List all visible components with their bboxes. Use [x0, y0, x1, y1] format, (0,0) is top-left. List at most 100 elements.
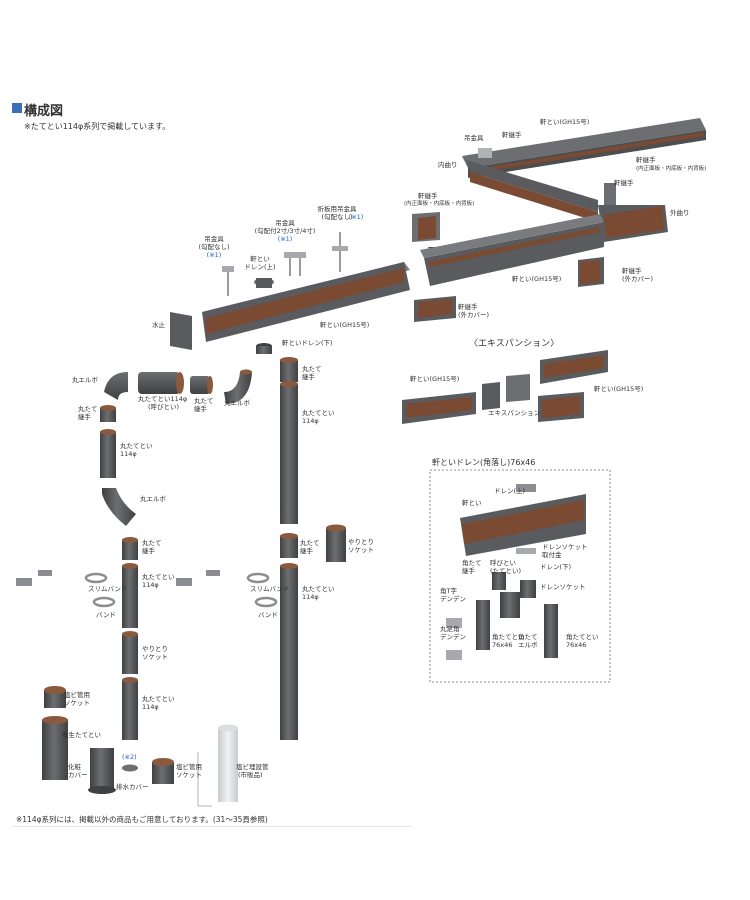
label-tsugite-3b: 継手: [78, 413, 91, 421]
label-marutate-d2: 114φ: [302, 593, 319, 601]
label-marutate-b: 丸たてとい: [120, 442, 153, 450]
label-maru-elbow-1: 丸エルボ: [72, 376, 98, 384]
label-drain-top-1: 軒とい: [250, 255, 270, 263]
label-box-kakutate-b: 継手: [462, 567, 475, 575]
label-band-2: バンド: [258, 611, 278, 619]
header-note: ※たてとい114φ系列で掲載しています。: [24, 122, 171, 131]
water-stop: [170, 312, 192, 350]
label-marutate-a2: 114φ: [302, 417, 319, 425]
label-box-socket-hw-b: 取付金: [542, 551, 562, 559]
footer-note: ※114φ系列には、掲載以外の商品もご用意しております。(31～35頁参照): [16, 815, 268, 824]
gutter-cover-1: [578, 257, 604, 287]
label-marutate-a: 丸たてとい: [302, 409, 335, 417]
label-expansion: エキスパンション: [488, 409, 541, 417]
label-box-socket: ドレンソケット: [540, 583, 586, 591]
footer-rule: [12, 826, 412, 827]
hanger-brackets: [222, 232, 348, 296]
label-tsugite-1: 丸たて: [194, 397, 214, 405]
label-cover-1-sub: (外カバー): [622, 275, 654, 283]
label-nokitsugite-right: 軒継手: [636, 156, 656, 164]
label-nokitsugite-mid2: 軒継手: [418, 192, 438, 200]
label-nokitsugite-mid2-sub: (内正面板・内底板・内背板): [404, 201, 475, 207]
label-orita-tsurikanagu: 折板用吊金具: [317, 205, 357, 213]
downpipe-right: [256, 343, 346, 740]
label-box-drain-top: ドレン(上): [494, 487, 526, 495]
label-uchimagari: 内曲り: [438, 161, 458, 169]
label-yaritori-2: やりとり: [142, 645, 168, 653]
expansion-group: [402, 350, 608, 424]
label-marutate-e2: 114φ: [142, 703, 159, 711]
label-band-1: バンド: [96, 611, 116, 619]
gutter-main: [202, 262, 410, 342]
drain-box-title: 軒といドレン(角落し)76x46: [432, 458, 536, 467]
label-nokitsugite-top: 軒継手: [502, 131, 522, 139]
gutter-top-run: [462, 118, 706, 242]
label-marutate-e: 丸たてとい: [142, 695, 175, 703]
label-box-kakutate-b2: 76x46: [566, 641, 587, 649]
label-tsurikanagu-left: 吊金具: [204, 235, 224, 243]
label-box-kakutate-a2: 76x46: [492, 641, 513, 649]
label-maru-elbow-2: 丸エルボ: [224, 399, 250, 407]
downpipe-left: [100, 405, 138, 740]
page-title: 構成図: [24, 104, 64, 119]
label-tsurikanagu-mid-sub: (勾配付2寸/3寸/4寸): [254, 227, 316, 235]
label-kesho: 化粧: [68, 763, 81, 771]
label-tsurikanagu-mid: 吊金具: [275, 219, 295, 227]
label-tsurikanagu-left-sub: (勾配なし): [198, 243, 230, 251]
label-enbi-socket-1b: ソケット: [64, 699, 90, 707]
label-maru-elbow-3: 丸エルボ: [140, 495, 166, 503]
label-nokitoi-main: 軒とい(GH15号): [320, 321, 370, 329]
label-box-kaku-elbow: 角たて: [518, 633, 538, 641]
label-yosei: 養生たてとい: [62, 731, 101, 739]
expansion-title: 〈エキスパンション〉: [469, 339, 560, 349]
label-tsugite-4: 丸たて: [142, 539, 162, 547]
label-box-marutate-dd: 丸足角: [440, 625, 460, 633]
label-orita-tsurikanagu-sub: (勾配なし): [321, 213, 353, 221]
label-yaritori-1b: ソケット: [348, 546, 374, 554]
label-drain-bottom: 軒といドレン(下): [282, 339, 333, 347]
bands: [16, 570, 278, 608]
label-tsugite-1b: 継手: [194, 405, 207, 413]
label-marutate-b2: 114φ: [120, 450, 137, 458]
label-nokitoi-mid: 軒とい(GH15号): [512, 275, 562, 283]
label-box-kaku-t: 角T字: [440, 587, 457, 595]
label-tsugite-4b: 継手: [142, 547, 155, 555]
label-yobitoi-sub: (呼びとい): [148, 403, 180, 411]
label-enbi-maisetsu: 塩ビ埋設管: [236, 763, 269, 771]
label-kesho-b: カバー: [68, 771, 88, 779]
label-yaritori-1: やりとり: [348, 538, 374, 546]
label-box-kaku-t-b: デンデン: [440, 595, 466, 603]
label-cover-1: 軒継手: [622, 267, 642, 275]
label-box-kakutate-b: 角たてとい: [566, 633, 599, 641]
label-nokitsugite-mid: 軒継手: [614, 179, 634, 187]
label-marutate-yobitoi: 丸たてとい114φ: [138, 395, 188, 403]
label-box-yobitoi: 呼びとい: [490, 559, 516, 567]
label-star1-b: (※1): [277, 235, 293, 243]
label-tsugite-3: 丸たて: [78, 405, 98, 413]
label-tsugite-2: 丸たて: [302, 365, 322, 373]
label-box-yobitoi-b: (たてとい): [490, 567, 522, 575]
drain-box: [429, 469, 611, 683]
label-haisui: 排水カバー: [116, 783, 149, 791]
label-star2: (※2): [122, 753, 137, 761]
label-marutate-c2: 114φ: [142, 581, 159, 589]
label-tsugite-5: 丸たて: [300, 539, 320, 547]
label-box-kakutate-a: 角たてとい: [492, 633, 525, 641]
label-enbi-socket-2b: ソケット: [176, 771, 202, 779]
label-box-kakutate: 角たて: [462, 559, 482, 567]
label-enbi-socket-1: 塩ビ管用: [64, 691, 90, 699]
label-box-nokitoi: 軒とい: [462, 499, 482, 507]
label-marutate-c: 丸たてとい: [142, 573, 175, 581]
label-tsurikanagu-top: 吊金具: [464, 134, 484, 142]
label-box-kaku-elbow-b: エルボ: [518, 641, 538, 649]
label-cover-2-sub: (外カバー): [458, 311, 490, 319]
label-exp-nokitoi-right: 軒とい(GH15号): [594, 385, 644, 393]
label-box-socket-hw: ドレンソケット: [542, 543, 588, 551]
elbow-set-top: [104, 369, 252, 404]
gutter-cover-2: [414, 296, 456, 322]
label-star1-a: (※1): [348, 213, 364, 221]
label-tsugite-5b: 継手: [300, 547, 313, 555]
bottom-fittings: [42, 686, 238, 807]
label-nokitsugite-right-sub: (内正面板・内底板・内背板): [636, 166, 707, 172]
